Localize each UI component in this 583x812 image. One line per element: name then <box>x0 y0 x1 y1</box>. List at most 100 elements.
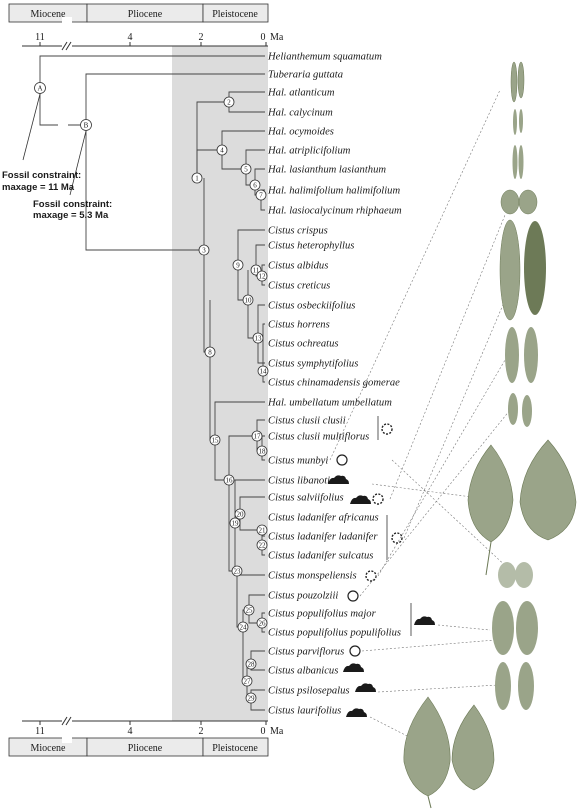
bottom-axis: 11 4 2 0 Ma <box>22 720 284 737</box>
node-number: 2 <box>227 98 231 106</box>
tick-2-bottom: 2 <box>199 726 204 737</box>
leaf-image <box>512 145 518 179</box>
tick-4-bottom: 4 <box>128 726 133 737</box>
open-circle-icon <box>391 532 403 544</box>
mound-icon <box>328 475 349 484</box>
taxon-label: Cistus clusii clusii <box>268 416 346 427</box>
taxon-label: Cistus ladanifer sulcatus <box>268 551 373 562</box>
numbered-nodes: 1234567891011121314151617181920212223242… <box>191 96 269 704</box>
epoch-miocene-label: Miocene <box>31 9 67 20</box>
node-number: 26 <box>259 619 267 627</box>
mound-icon <box>414 616 435 625</box>
clade-bars <box>377 416 412 636</box>
taxon-label: Cistus heterophyllus <box>268 241 354 252</box>
node-number: 4 <box>220 146 224 154</box>
node-circle <box>229 517 241 529</box>
taxon-label: Cistus albidus <box>268 261 328 272</box>
node-number: 18 <box>259 447 267 455</box>
leaf-image <box>403 696 451 797</box>
taxon-label: Cistus osbeckiifolius <box>268 301 355 312</box>
leaf-image <box>499 219 521 321</box>
epoch-pleistocene-label-bottom: Pleistocene <box>212 743 258 754</box>
taxon-label: Cistus libanotis <box>268 476 334 487</box>
taxon-label: Tuberaria guttata <box>268 70 343 81</box>
taxon-label: Cistus chinamadensis gomerae <box>268 378 400 389</box>
node-number: 9 <box>236 261 240 269</box>
taxon-label: Cistus crispus <box>268 226 328 237</box>
taxon-label: Cistus salviifolius <box>268 493 344 504</box>
node-circle <box>240 163 252 175</box>
open-circle-icon <box>365 570 377 582</box>
root-node-b-label: B <box>84 122 89 130</box>
taxon-label: Cistus munbyi <box>268 456 328 467</box>
node-circle <box>252 332 264 344</box>
fossil-annotations: Fossil constraint: maxage = 11 Ma Fossil… <box>2 93 112 221</box>
node-circle <box>204 346 216 358</box>
axis-unit-bottom: Ma <box>270 726 284 737</box>
epoch-pleistocene <box>202 3 269 23</box>
node-circle <box>257 365 269 377</box>
node-circle <box>255 189 267 201</box>
fossil-1-line1: Fossil constraint: <box>2 170 81 181</box>
leaf-image <box>518 189 538 215</box>
leaf-image <box>513 109 517 135</box>
taxon-label: Hal. umbellatum umbellatum <box>267 398 392 409</box>
node-circle <box>256 270 268 282</box>
node-number: 20 <box>237 510 245 518</box>
mound-icon <box>350 495 371 504</box>
epoch-pliocene-label-bottom: Pliocene <box>128 743 163 754</box>
taxon-label: Hal. lasianthum lasianthum <box>267 165 386 176</box>
mound-symbols <box>328 475 435 717</box>
axis-breaks <box>61 17 72 743</box>
leaf-image <box>492 601 514 655</box>
node-number: 16 <box>226 476 234 484</box>
root-node-a <box>34 82 46 94</box>
node-circle <box>234 508 246 520</box>
node-circle <box>243 604 255 616</box>
leaf-images <box>403 61 577 809</box>
leaf-image <box>519 109 523 133</box>
node-number: 21 <box>259 526 267 534</box>
taxon-label: Helianthemum squamatum <box>267 52 382 63</box>
node-circle <box>191 172 203 184</box>
taxon-label: Hal. halimifolium halimifolium <box>267 186 400 197</box>
taxon-label: Cistus populifolius major <box>268 609 377 620</box>
taxon-label: Hal. lasiocalycinum rhiphaeum <box>267 206 402 217</box>
open-circle-icon <box>381 423 393 435</box>
taxon-label: Cistus creticus <box>268 281 330 292</box>
node-number: 24 <box>240 623 248 631</box>
taxon-label: Cistus laurifolius <box>268 706 341 717</box>
root-node-a-label: A <box>37 85 42 93</box>
node-circle <box>232 259 244 271</box>
node-circle <box>223 96 235 108</box>
node-number: 6 <box>253 181 257 189</box>
taxon-label: Cistus clusii multiflorus <box>268 432 369 443</box>
node-circle <box>245 692 257 704</box>
mound-icon <box>346 708 367 717</box>
leaf-image <box>505 327 519 383</box>
taxon-label: Cistus symphytifolius <box>268 359 358 370</box>
fossil-2-line2: maxage = 5.3 Ma <box>33 210 109 221</box>
node-circle <box>251 430 263 442</box>
taxon-label: Cistus populifolius populifolius <box>268 628 401 639</box>
leaf-image <box>510 61 518 103</box>
mound-icon <box>343 663 364 672</box>
epoch-miocene-label-bottom: Miocene <box>31 743 67 754</box>
open-circle-icon <box>336 454 348 466</box>
mound-icon <box>355 683 376 692</box>
node-circle <box>223 474 235 486</box>
taxon-label: Hal. atlanticum <box>267 88 335 99</box>
node-number: 25 <box>246 606 254 614</box>
node-number: 5 <box>244 165 248 173</box>
node-number: 1 <box>195 174 199 182</box>
node-circle <box>237 621 249 633</box>
leaf-image <box>517 61 525 99</box>
leaf-image <box>495 662 511 710</box>
leaf-image <box>524 221 546 315</box>
node-number: 17 <box>254 432 262 440</box>
node-circle <box>242 294 254 306</box>
node-circle <box>241 675 253 687</box>
bottom-epoch-bar: Miocene Pliocene Pleistocene <box>8 737 269 757</box>
taxon-label: Cistus albanicus <box>268 666 338 677</box>
top-epoch-bar: Miocene Pliocene Pleistocene <box>8 3 269 23</box>
